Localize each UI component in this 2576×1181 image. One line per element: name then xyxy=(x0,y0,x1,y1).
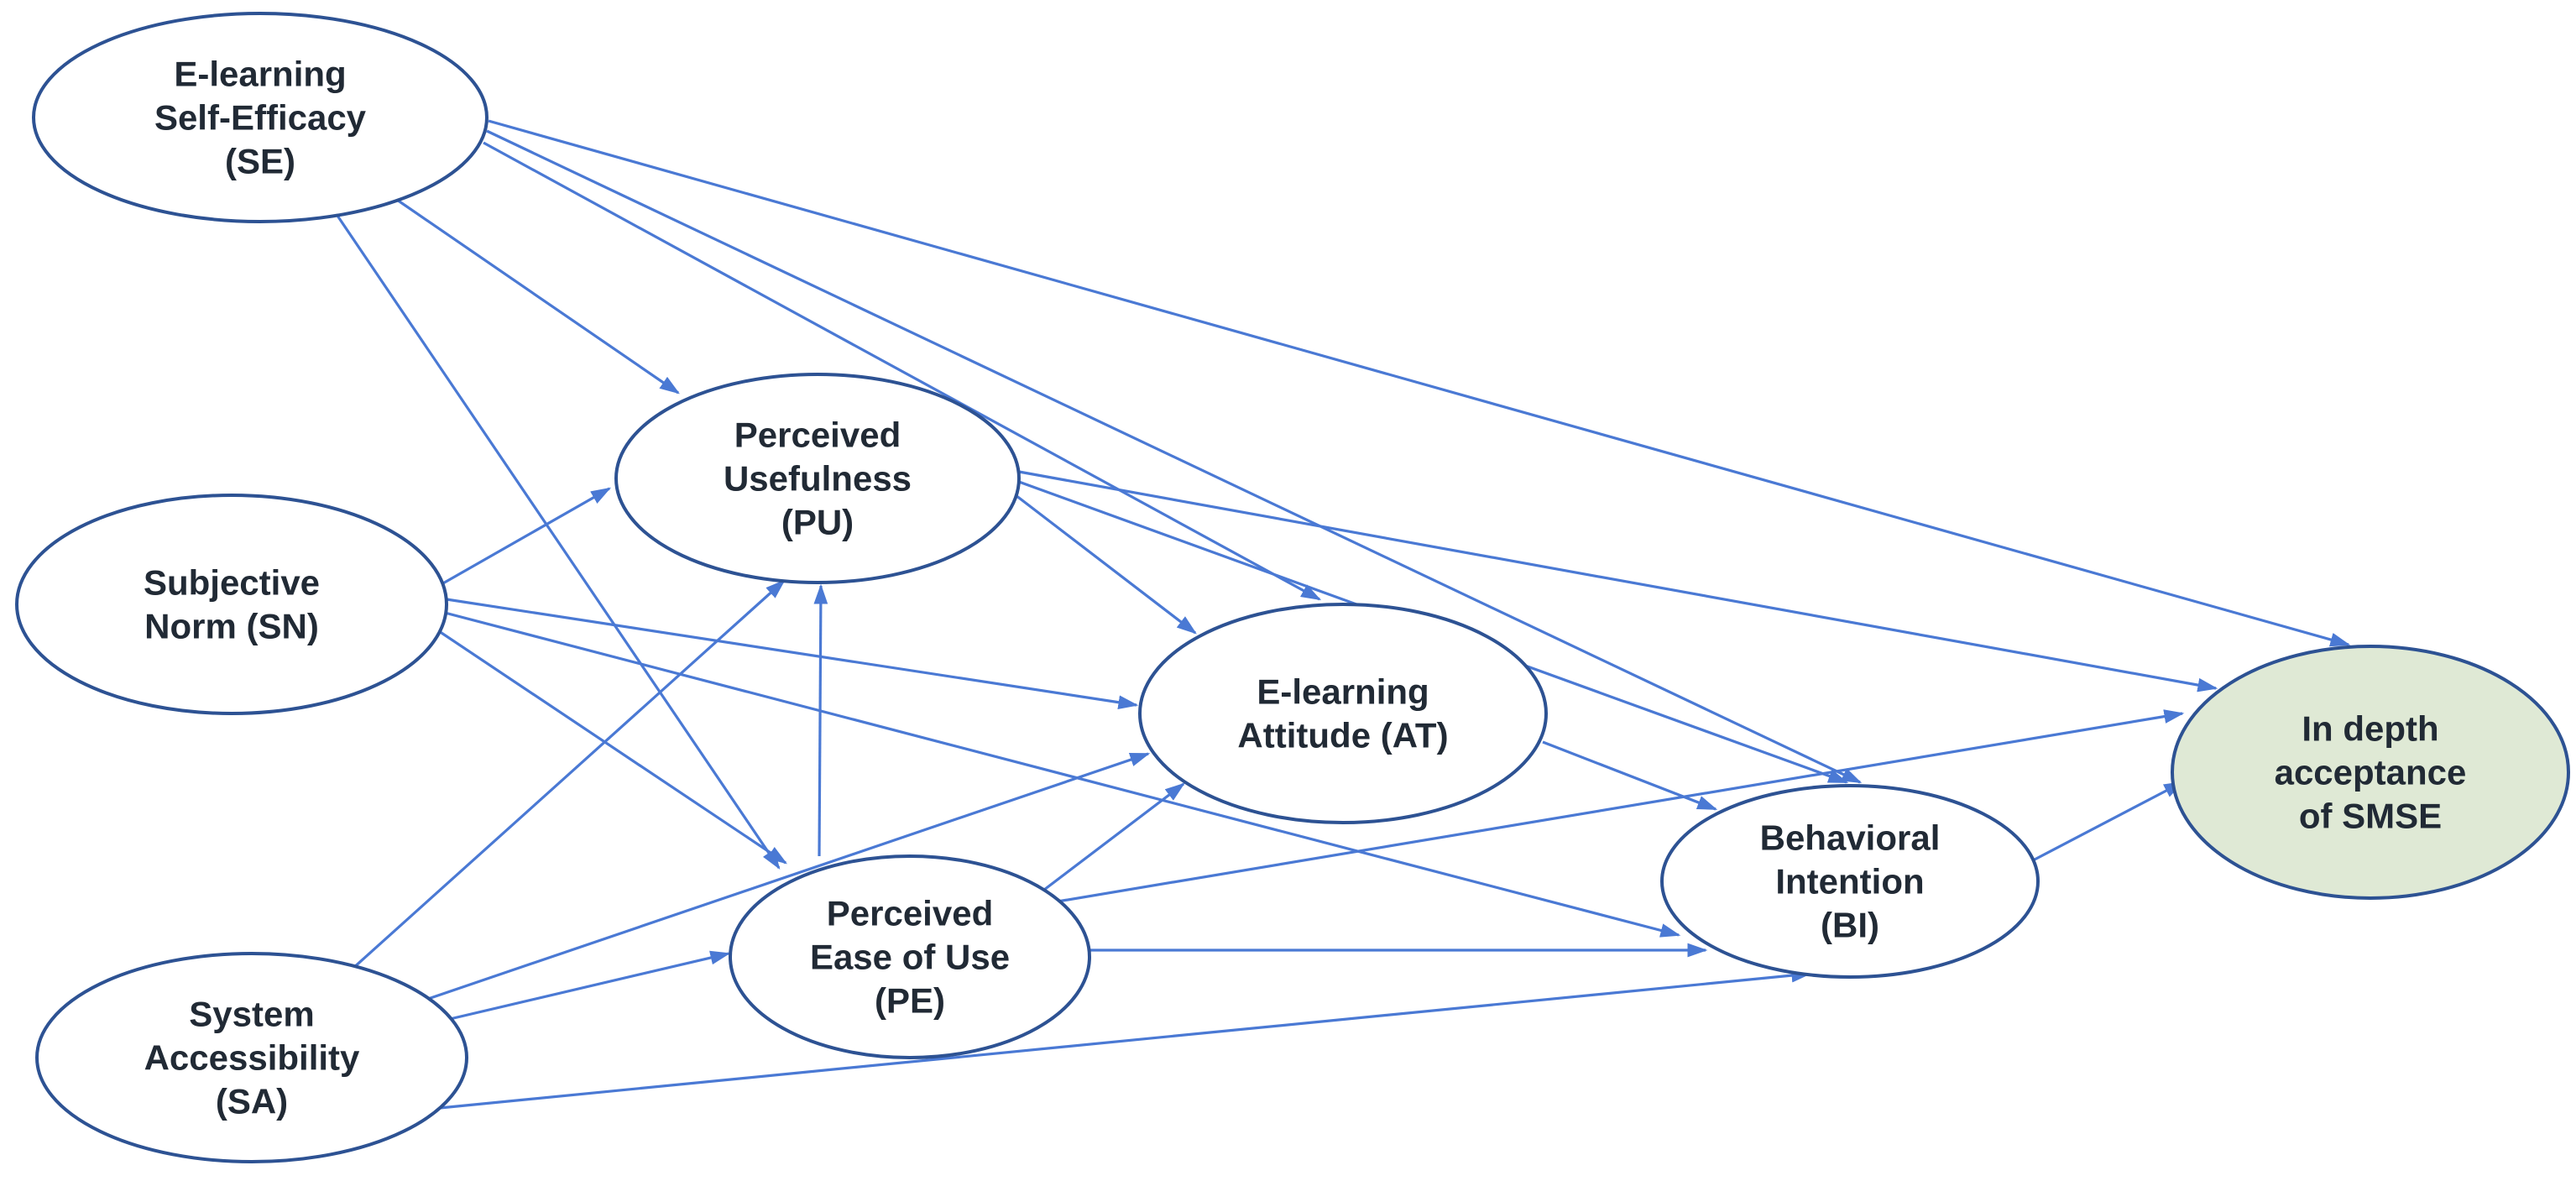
node-SN-shape xyxy=(15,494,448,715)
edge-PU-AT xyxy=(1015,494,1197,635)
edge-SN-BI xyxy=(444,611,1681,938)
edge-SE-BI xyxy=(486,129,1863,784)
edge-SE-PU xyxy=(394,196,680,395)
edge-PE-AT xyxy=(1043,782,1185,891)
edge-SE-PE xyxy=(334,212,781,870)
edge-SA-PE xyxy=(449,950,731,1021)
node-SMSE-shape xyxy=(2171,645,2570,900)
node-PE-shape xyxy=(729,854,1091,1059)
edge-SN-PE xyxy=(436,628,787,865)
edge-SA-AT xyxy=(427,752,1151,1001)
edge-SN-AT xyxy=(446,598,1139,710)
edge-AT-BI xyxy=(1542,740,1718,811)
edge-SN-PU xyxy=(441,487,612,586)
node-SE-shape xyxy=(32,12,489,223)
node-PU-shape xyxy=(614,373,1021,584)
edge-BI-SMSE xyxy=(2034,781,2185,861)
edge-SA-BI xyxy=(439,968,1812,1110)
edge-SE-AT xyxy=(483,141,1322,601)
node-BI-shape xyxy=(1660,784,2040,979)
edges-layer xyxy=(334,119,2351,1110)
edge-SA-PU xyxy=(351,579,786,970)
edge-PE-PU xyxy=(813,583,828,857)
node-SA-shape xyxy=(35,952,468,1163)
edge-PU-SMSE xyxy=(1018,470,2218,692)
edge-SE-SMSE xyxy=(488,119,2351,647)
edge-PE-SMSE xyxy=(1057,709,2185,903)
node-AT-shape xyxy=(1138,603,1548,824)
